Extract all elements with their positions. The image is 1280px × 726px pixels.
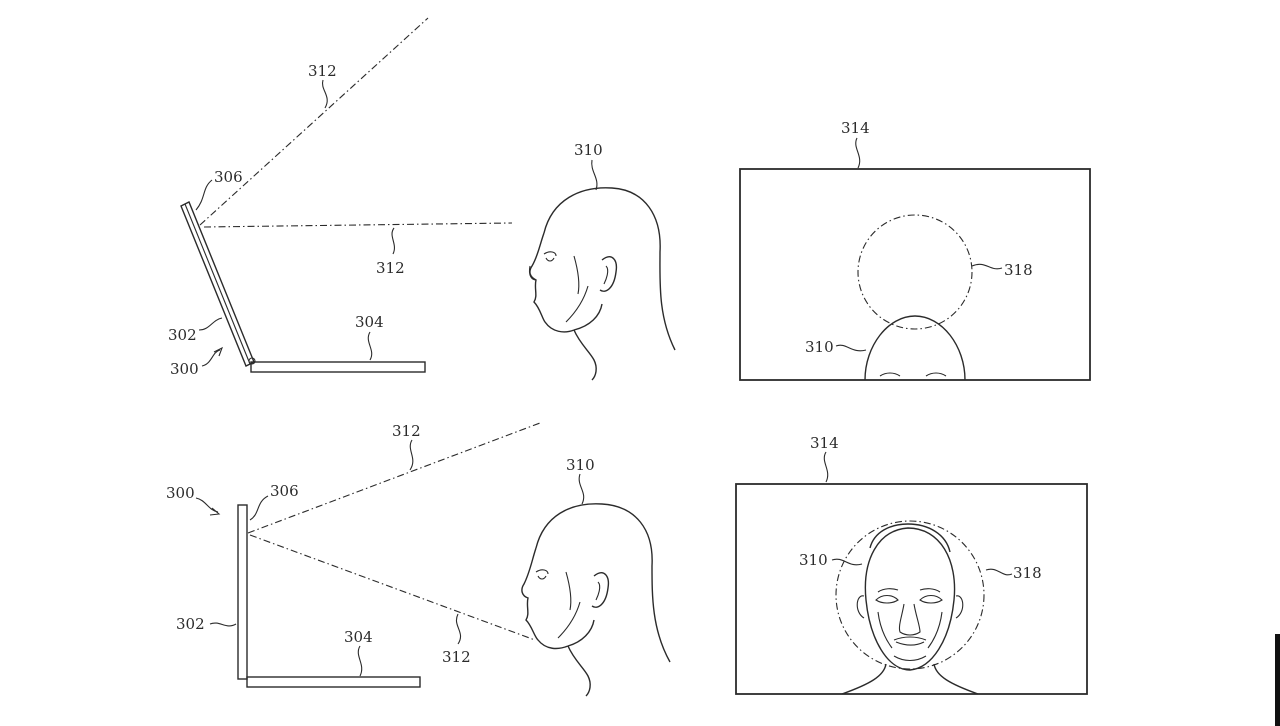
label-top-region: 318 xyxy=(1004,261,1033,279)
edge-bar xyxy=(1275,634,1280,726)
label-top-user-in-frame: 310 xyxy=(805,338,834,356)
top-ray-upper xyxy=(199,17,429,226)
label-bottom-user: 310 xyxy=(566,456,595,474)
top-scene xyxy=(180,17,1091,381)
top-head-in-frame xyxy=(864,315,966,381)
top-user-head xyxy=(528,187,676,381)
top-image-frame xyxy=(739,168,1091,381)
label-top-display: 306 xyxy=(214,168,243,186)
top-laptop xyxy=(180,201,426,373)
bottom-ray-lower xyxy=(249,534,536,641)
label-bottom-user-in-frame: 310 xyxy=(799,551,828,569)
top-ray-lower xyxy=(203,222,513,228)
top-target-region xyxy=(857,214,973,330)
label-top-hinge: 302 xyxy=(168,326,197,344)
label-bottom-display: 306 xyxy=(270,482,299,500)
label-top-frame: 314 xyxy=(841,119,870,137)
label-bottom-frame: 314 xyxy=(810,434,839,452)
label-bottom-region: 318 xyxy=(1013,564,1042,582)
bottom-image-frame xyxy=(735,483,1088,695)
label-bottom-ray-upper: 312 xyxy=(392,422,421,440)
label-top-user: 310 xyxy=(574,141,603,159)
label-top-device: 300 xyxy=(170,360,199,378)
bottom-laptop-lid xyxy=(237,504,248,680)
reference-labels: 312 306 312 302 304 300 310 314 318 310 … xyxy=(166,62,1042,666)
label-bottom-base: 304 xyxy=(344,628,373,646)
label-bottom-ray-lower: 312 xyxy=(442,648,471,666)
bottom-scene xyxy=(195,422,1088,697)
bottom-user-head xyxy=(521,503,671,697)
label-bottom-device: 300 xyxy=(166,484,195,502)
bottom-target-region xyxy=(835,520,985,670)
bottom-laptop-base xyxy=(246,676,421,688)
label-bottom-hinge: 302 xyxy=(176,615,205,633)
bottom-ray-upper xyxy=(247,422,541,534)
label-top-ray-upper: 312 xyxy=(308,62,337,80)
label-top-ray-lower: 312 xyxy=(376,259,405,277)
label-top-base: 304 xyxy=(355,313,384,331)
bottom-face-in-frame xyxy=(841,523,979,695)
bottom-laptop xyxy=(237,504,421,688)
top-laptop-base xyxy=(250,361,426,373)
